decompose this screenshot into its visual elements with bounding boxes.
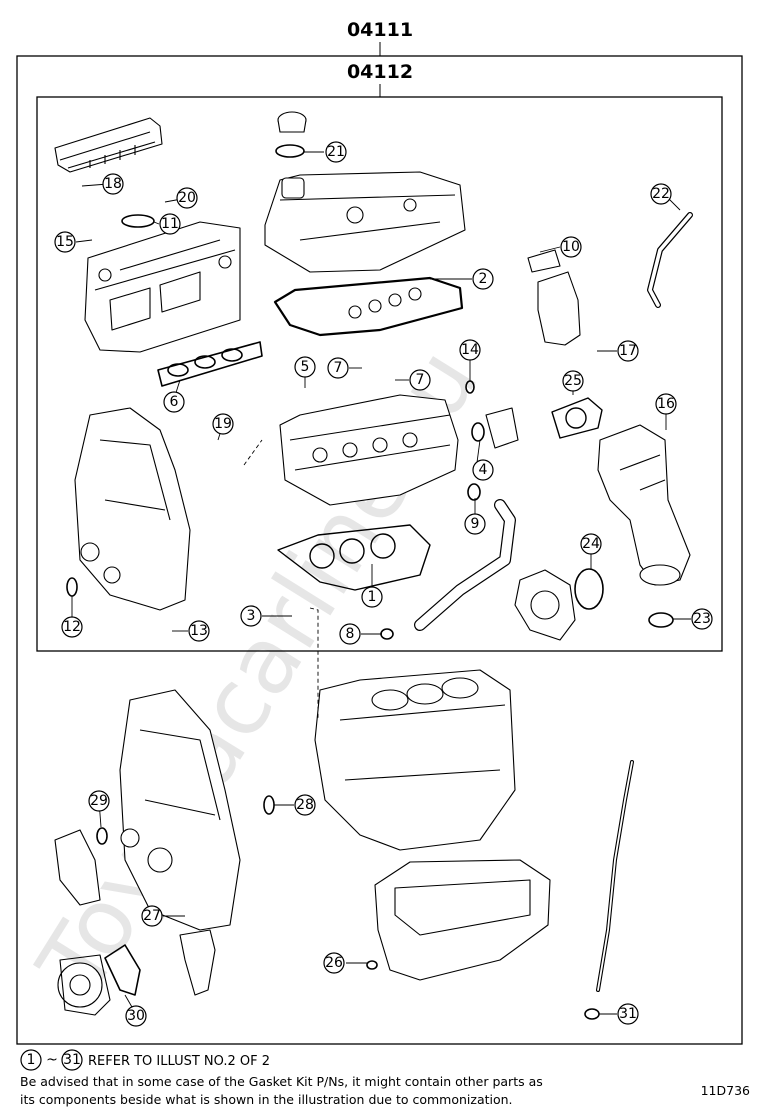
water-outlet-part [485, 407, 519, 449]
rear-seal-retainer-part [514, 569, 576, 641]
callout-24: 24 [582, 536, 600, 552]
footer-refer-text: REFER TO ILLUST NO.2 OF 2 [88, 1054, 270, 1069]
callout-19: 19 [214, 416, 232, 432]
callout-6: 6 [170, 394, 179, 410]
cylinder-block-part [314, 669, 516, 851]
thermostat-part [54, 829, 101, 906]
timing-cover-lower-part [119, 689, 241, 931]
footer-range-start: 1 [27, 1052, 36, 1068]
callout-30: 30 [127, 1008, 145, 1024]
callout-2: 2 [479, 271, 488, 287]
water-pump-gasket-part [104, 944, 141, 996]
callout-7a: 7 [334, 360, 343, 376]
callout-5: 5 [301, 359, 310, 375]
footer-range-sep: ~ [46, 1052, 58, 1068]
callout-25: 25 [564, 373, 582, 389]
exhaust-manifold-part [597, 424, 691, 586]
callout-28: 28 [296, 797, 314, 813]
callout-23: 23 [693, 611, 711, 627]
callout-26: 26 [325, 955, 343, 971]
inner-kit-code: 04112 [347, 61, 413, 83]
head-cover-part [264, 171, 466, 273]
footer-note-line-2: its components beside what is shown in t… [20, 1092, 513, 1107]
illustration-code: 11D736 [700, 1083, 750, 1098]
callout-4: 4 [479, 462, 488, 478]
callout-7b: 7 [416, 372, 425, 388]
head-cover-gasket-part [273, 276, 464, 337]
callout-17: 17 [619, 343, 637, 359]
callout-31: 31 [619, 1006, 637, 1022]
callout-1: 1 [368, 589, 377, 605]
callout-13: 13 [190, 623, 208, 639]
callout-27: 27 [143, 908, 161, 924]
callout-8: 8 [346, 626, 355, 642]
timing-cover-upper-part [74, 407, 191, 611]
outer-kit-code: 04111 [347, 19, 413, 41]
exhaust-gasket-part [551, 397, 603, 439]
footer-note-line-1: Be advised that in some case of the Gask… [20, 1074, 543, 1089]
callout-29: 29 [90, 793, 108, 809]
callout-10: 10 [562, 239, 580, 255]
intake-manifold-part [84, 221, 241, 353]
callout-9: 9 [471, 516, 480, 532]
callout-18: 18 [104, 176, 122, 192]
callout-21: 21 [327, 144, 345, 160]
callout-20: 20 [178, 190, 196, 206]
inner-kit-frame [36, 96, 723, 652]
callout-3: 3 [247, 608, 256, 624]
intake-gasket-part [157, 341, 263, 387]
callout-22: 22 [652, 186, 670, 202]
water-pump-part [57, 954, 111, 1016]
outer-kit-frame [16, 55, 743, 1045]
egr-cooler-part [527, 249, 581, 346]
callout-15: 15 [56, 234, 74, 250]
callout-11: 11 [161, 216, 179, 232]
oil-pan-part [374, 859, 551, 981]
oil-cap-part [277, 111, 307, 133]
callout-16: 16 [657, 396, 675, 412]
fuel-rail-part [54, 117, 163, 173]
callout-14: 14 [461, 342, 479, 358]
head-gasket-part [277, 524, 431, 591]
water-inlet-part [179, 929, 216, 996]
cylinder-head-part [279, 394, 459, 506]
footer-range-end: 31 [63, 1052, 81, 1068]
callout-12: 12 [63, 619, 81, 635]
